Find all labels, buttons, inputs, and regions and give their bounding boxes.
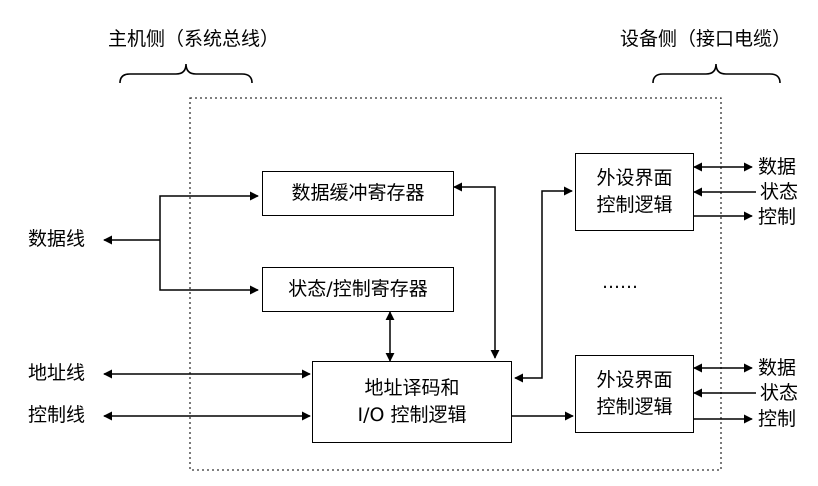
peripheral-top-line1: 外设界面 — [596, 167, 673, 190]
data-buffer-register: 数据缓冲寄存器 — [262, 171, 454, 216]
address-line-label: 地址线 — [28, 362, 86, 384]
address-decode-block: 地址译码和 I/O 控制逻辑 — [312, 361, 512, 443]
decode-label-line1: 地址译码和 — [364, 377, 460, 400]
host-side-label: 主机侧（系统总线） — [108, 28, 280, 50]
ellipsis-label: …… — [602, 272, 638, 293]
decode-label-line2: I/O 控制逻辑 — [357, 404, 467, 426]
bottom-status-label: 状态 — [760, 382, 799, 404]
device-side-label: 设备侧（接口电缆） — [620, 28, 792, 50]
bottom-control-label: 控制 — [758, 408, 797, 430]
control-line-label: 控制线 — [28, 404, 86, 426]
data-bus-to-buffer — [159, 191, 259, 240]
host-side-brace — [119, 63, 253, 84]
data-bus-to-status — [159, 240, 259, 295]
status-control-label: 状态/控制寄存器 — [288, 278, 428, 301]
bottom-data-label: 数据 — [758, 357, 797, 379]
top-status-label: 状态 — [760, 181, 799, 203]
top-control-label: 控制 — [758, 206, 797, 228]
peripheral-top-line2: 控制逻辑 — [596, 194, 673, 216]
peripheral-bottom-line2: 控制逻辑 — [596, 396, 673, 418]
device-side-brace — [652, 63, 781, 84]
top-data-label: 数据 — [758, 156, 797, 178]
decode-peripheral-top-arrow — [514, 186, 573, 383]
data-buffer-label: 数据缓冲寄存器 — [291, 182, 425, 205]
peripheral-logic-top: 外设界面 控制逻辑 — [575, 153, 694, 231]
interface-boundary — [189, 97, 722, 471]
peripheral-logic-bottom: 外设界面 控制逻辑 — [575, 355, 694, 433]
peripheral-bottom-line1: 外设界面 — [596, 369, 673, 392]
data-line-label: 数据线 — [28, 228, 86, 250]
status-control-register: 状态/控制寄存器 — [262, 267, 454, 312]
buffer-decode-arrow — [453, 182, 500, 359]
